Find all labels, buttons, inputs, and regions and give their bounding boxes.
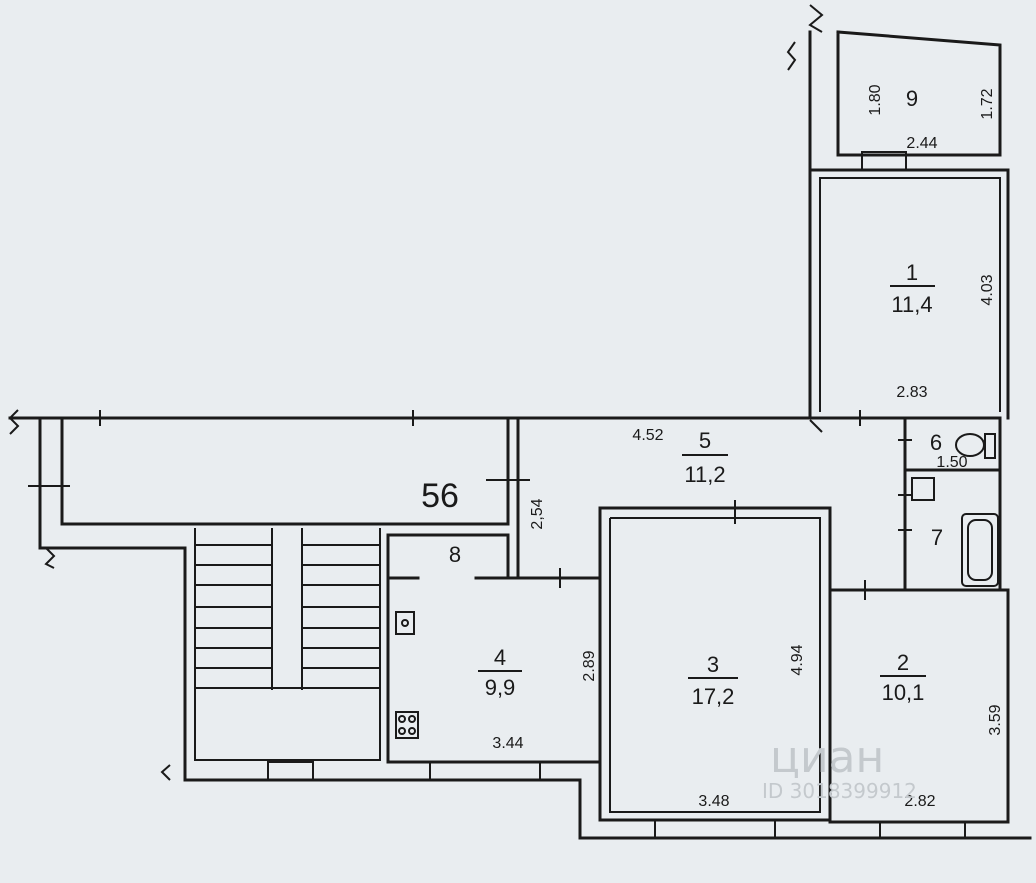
room-7-number: 7 <box>931 525 943 550</box>
sink-icon <box>395 611 415 635</box>
room-1-number: 1 <box>906 260 918 285</box>
room-1-dim-length: 4.03 <box>979 274 996 305</box>
toilet-icon <box>955 433 985 457</box>
stair-steps <box>195 544 380 689</box>
room-9-dim-depth-right: 1.72 <box>979 88 996 119</box>
room-1-dim-width: 2.83 <box>896 384 927 401</box>
room-9-dim-width: 2.44 <box>906 135 937 152</box>
room-4-dim-length: 2.89 <box>581 650 598 681</box>
fixtures <box>395 433 999 739</box>
room-2-number: 2 <box>897 650 909 675</box>
room-4-area: 9,9 <box>485 675 516 700</box>
stove-icon <box>395 711 419 739</box>
watermark: циан ID 3018399912 <box>762 732 917 803</box>
room-8-number: 8 <box>449 542 461 567</box>
room-2-area: 10,1 <box>882 680 925 705</box>
room-3-dim-length: 4.94 <box>789 644 806 675</box>
room-5-dim-width: 2,54 <box>529 498 546 529</box>
room-3-dim-width: 3.48 <box>698 793 729 810</box>
room-6-dim: 1.50 <box>936 454 967 471</box>
room-4-number: 4 <box>494 645 506 670</box>
watermark-brand: циан <box>770 732 884 783</box>
walls <box>8 4 1032 840</box>
room-5-dim-length: 4.52 <box>632 427 663 444</box>
building-number: 56 <box>421 477 459 515</box>
room-9-number: 9 <box>906 86 918 111</box>
washbasin-icon <box>911 477 935 501</box>
room-5-area: 11,2 <box>684 462 725 487</box>
room-6-number: 6 <box>930 430 942 455</box>
room-1-area: 11,4 <box>891 292 932 317</box>
labels: 56 1 11,4 4.03 2.83 2 10,1 3.59 2.82 3 1… <box>421 84 1004 810</box>
room-3-number: 3 <box>707 652 719 677</box>
room-5-number: 5 <box>699 428 711 453</box>
room-9-dim-depth-left: 1.80 <box>867 84 884 115</box>
room-2-dim-width: 2.82 <box>904 793 935 810</box>
watermark-id: ID 3018399912 <box>762 779 917 803</box>
room-3-area: 17,2 <box>692 684 735 709</box>
bathtub-icon <box>961 513 999 587</box>
room-2-dim-length: 3.59 <box>987 704 1004 735</box>
room-4-dim-width: 3.44 <box>492 735 523 752</box>
